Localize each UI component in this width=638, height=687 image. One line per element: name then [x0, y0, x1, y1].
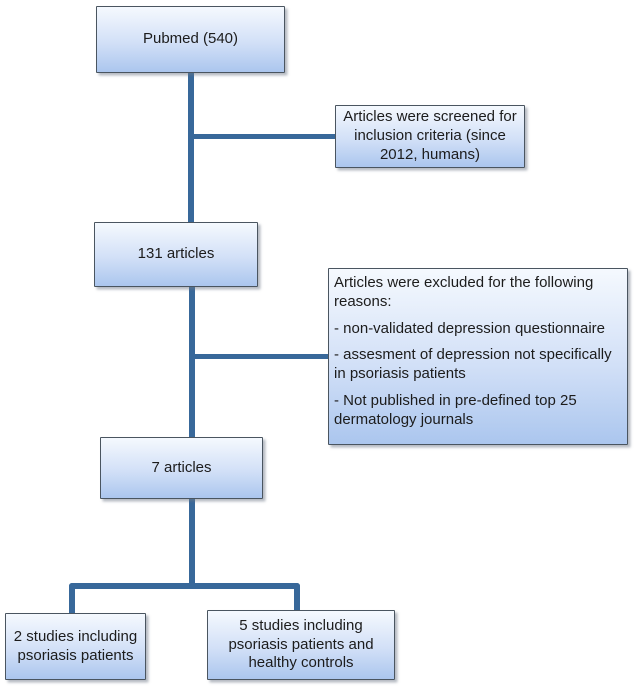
node-7-articles-label: 7 articles: [151, 458, 212, 476]
excluded-note-reason: - Not published in pre-defined top 25 de…: [334, 391, 577, 428]
node-2-studies-label: 2 studies including psoriasis patients: [13, 627, 138, 664]
node-7-articles: 7 articles: [100, 437, 263, 499]
connector-7-to-split: [189, 498, 195, 584]
connector-pubmed-to-131: [188, 72, 194, 223]
node-screened-note-label: Articles were screened for inclusion cri…: [343, 108, 517, 163]
connector-131-to-7: [189, 286, 195, 438]
node-5-studies: 5 studies including psoriasis patients a…: [207, 610, 395, 680]
excluded-note-intro: Articles were excluded for the following…: [334, 274, 594, 310]
node-excluded-note: Articles were excluded for the following…: [328, 268, 628, 445]
node-5-studies-label: 5 studies including psoriasis patients a…: [228, 616, 374, 672]
excluded-note-reason: - assesment of depression not specifical…: [334, 346, 612, 382]
connector-branch-to-excluded-note: [192, 354, 328, 359]
node-pubmed-label: Pubmed (540): [142, 30, 239, 48]
node-131-articles: 131 articles: [94, 222, 258, 287]
node-131-articles-label: 131 articles: [137, 245, 215, 263]
excluded-note-reason: - non-validated depression questionnaire: [334, 319, 606, 337]
node-screened-note: Articles were screened for inclusion cri…: [335, 105, 525, 168]
connector-branch-to-screened-note: [191, 134, 335, 139]
connector-split-bracket: [69, 583, 300, 614]
node-pubmed: Pubmed (540): [96, 6, 285, 73]
node-2-studies: 2 studies including psoriasis patients: [5, 613, 146, 680]
